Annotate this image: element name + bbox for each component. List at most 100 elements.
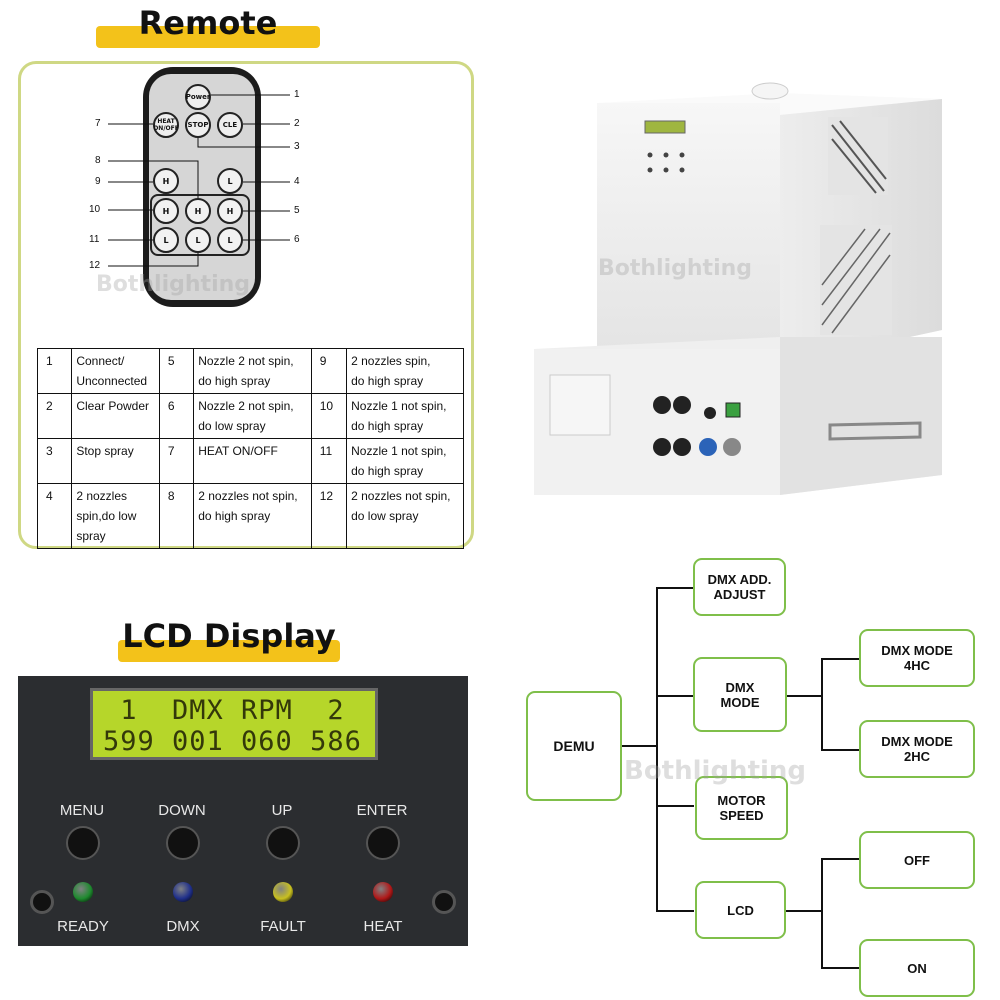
heat-led	[373, 882, 393, 902]
heat-button[interactable]: HEAT ON/OFF	[153, 112, 179, 138]
nozzle-group-frame	[150, 194, 250, 256]
callout-2: 2	[294, 118, 300, 129]
remote-title-banner	[96, 26, 320, 48]
callout-10: 10	[89, 204, 101, 215]
connector-mode	[656, 695, 694, 697]
connector-4hc	[821, 658, 859, 660]
connector-mode-branch	[821, 658, 823, 750]
watermark-photo: Bothlighting	[598, 256, 753, 281]
legend-description-line: do high spray	[351, 374, 424, 388]
connector-trunk	[656, 587, 658, 911]
legend-description: 2 nozzles not spin,do high spray	[193, 483, 312, 549]
callout-11: 11	[89, 234, 100, 245]
connector-lcd	[656, 910, 694, 912]
watermark-remote: Bothlighting	[96, 272, 251, 297]
up-button[interactable]	[266, 826, 300, 860]
heat-label: HEAT	[363, 918, 403, 935]
legend-description: Stop spray	[71, 438, 160, 484]
cle-button[interactable]: CLE	[217, 112, 243, 138]
callout-1: 1	[294, 89, 300, 100]
legend-description: Nozzle 2 not spin, do low spray	[193, 393, 312, 439]
connector-addr	[656, 587, 694, 589]
power-button[interactable]: Power	[185, 84, 211, 110]
legend-description-line: 2 nozzles not spin,	[351, 489, 451, 503]
nozzle-button-11[interactable]: L	[153, 227, 179, 253]
watermark-tree: Bothlighting	[624, 756, 807, 786]
connector-root	[620, 745, 657, 747]
legend-description: 2 nozzles spin, do high spray	[346, 348, 464, 394]
legend-number: 8	[158, 483, 195, 549]
legend-number: 9	[310, 348, 348, 394]
nozzle-button-10[interactable]: H	[153, 198, 179, 224]
legend-description-line: Nozzle 1 not spin,	[351, 444, 447, 458]
nozzle-button-6[interactable]: L	[217, 227, 243, 253]
lcd-title-banner	[118, 640, 340, 662]
legend-number: 2	[36, 393, 73, 439]
down-button[interactable]	[166, 826, 200, 860]
nozzle-button-9[interactable]: H	[153, 168, 179, 194]
menu-button[interactable]	[66, 826, 100, 860]
menu-label: MENU	[59, 802, 105, 819]
callout-6: 6	[294, 234, 300, 245]
callout-8: 8	[95, 155, 101, 166]
legend-description-line: Unconnected	[76, 374, 148, 388]
legend-description-line: Nozzle 1 not spin,	[351, 399, 447, 413]
fault-led	[273, 882, 293, 902]
up-label: UP	[271, 802, 293, 819]
legend-description-line: do low spray	[198, 419, 266, 433]
menu-lcd-on: ON	[859, 939, 975, 997]
legend-description: Nozzle 1 not spin,do high spray	[346, 438, 464, 484]
machine-photo	[534, 82, 942, 495]
connector-motor	[656, 805, 694, 807]
legend-number: 7	[158, 438, 195, 484]
stop-button[interactable]: STOP	[185, 112, 211, 138]
enter-button[interactable]	[366, 826, 400, 860]
ready-label: READY	[57, 918, 109, 935]
legend-description-line: spin,do low	[76, 509, 137, 523]
right-screw	[432, 890, 456, 914]
legend-number: 11	[310, 438, 348, 484]
menu-dmx-address: DMX ADD.ADJUST	[693, 558, 786, 616]
legend-description-line: Clear Powder	[76, 399, 150, 413]
legend-description-line: do low spray	[351, 509, 419, 523]
nozzle-button-8[interactable]: H	[185, 198, 211, 224]
menu-lcd: LCD	[695, 881, 786, 939]
legend-description: Connect/Unconnected	[71, 348, 160, 394]
legend-number: 6	[158, 393, 195, 439]
legend-description-line: Stop spray	[76, 444, 134, 458]
legend-description-line: 2 nozzles spin,	[351, 354, 431, 368]
legend-number: 12	[310, 483, 348, 549]
lcd-line-2: 599 001 060 586	[103, 726, 362, 757]
legend-description-line: Nozzle 2 not spin,	[198, 354, 294, 368]
legend-number: 5	[158, 348, 195, 394]
connector-on	[821, 967, 859, 969]
ready-led	[73, 882, 93, 902]
dmx-label: DMX	[166, 918, 200, 935]
legend-description: 2 nozzles not spin, do low spray	[346, 483, 464, 549]
connector-2hc	[821, 749, 859, 751]
left-screw	[30, 890, 54, 914]
connector-mode-out	[786, 695, 822, 697]
lcd-title: LCD Display	[122, 617, 336, 655]
legend-description-line: Nozzle 2 not spin,	[198, 399, 294, 413]
legend-number: 4	[36, 483, 73, 549]
nozzle-button-12[interactable]: L	[185, 227, 211, 253]
callout-3: 3	[294, 141, 300, 152]
nozzle-button-5[interactable]: H	[217, 198, 243, 224]
legend-description-line: 2 nozzles not spin,	[198, 489, 298, 503]
legend-description: HEAT ON/OFF	[193, 438, 312, 484]
fault-label: FAULT	[260, 918, 306, 935]
remote-callout-lines	[108, 94, 290, 267]
legend-description: Nozzle 2 not spin,do high spray	[193, 348, 312, 394]
legend-number: 10	[310, 393, 348, 439]
nozzle-button-4[interactable]: L	[217, 168, 243, 194]
legend-number: 3	[36, 438, 73, 484]
